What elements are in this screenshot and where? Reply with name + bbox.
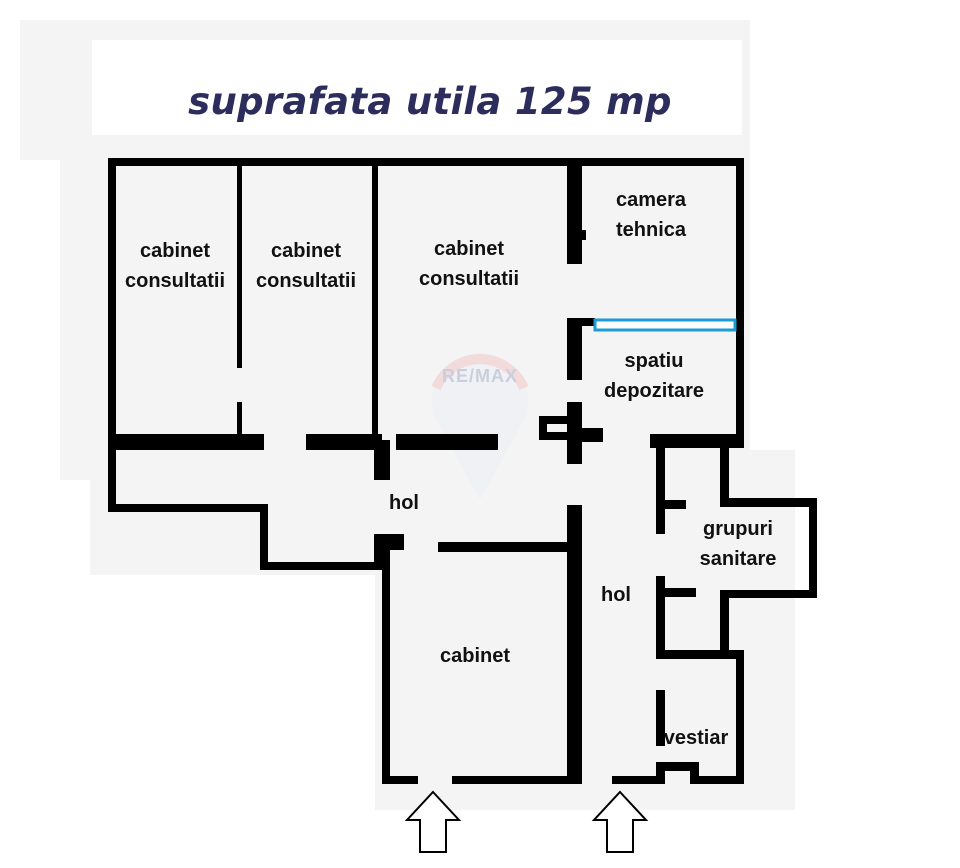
background-panels	[20, 20, 795, 810]
title-backdrop	[92, 40, 742, 135]
window	[593, 318, 737, 332]
entrance-arrow-icon	[591, 790, 649, 853]
plan-title: suprafata utila 125 mp	[188, 80, 672, 123]
walls	[108, 158, 817, 784]
remax-logo	[431, 352, 529, 500]
room-label-hol-1: hol	[389, 492, 419, 514]
watermark-text: RE/MAX	[441, 366, 518, 386]
room-label-hol-2: hol	[601, 584, 631, 606]
room-label-vestiar: vestiar	[663, 727, 729, 749]
room-label-cabinet: cabinet	[439, 645, 511, 667]
entrance-arrow-icon	[404, 790, 462, 853]
